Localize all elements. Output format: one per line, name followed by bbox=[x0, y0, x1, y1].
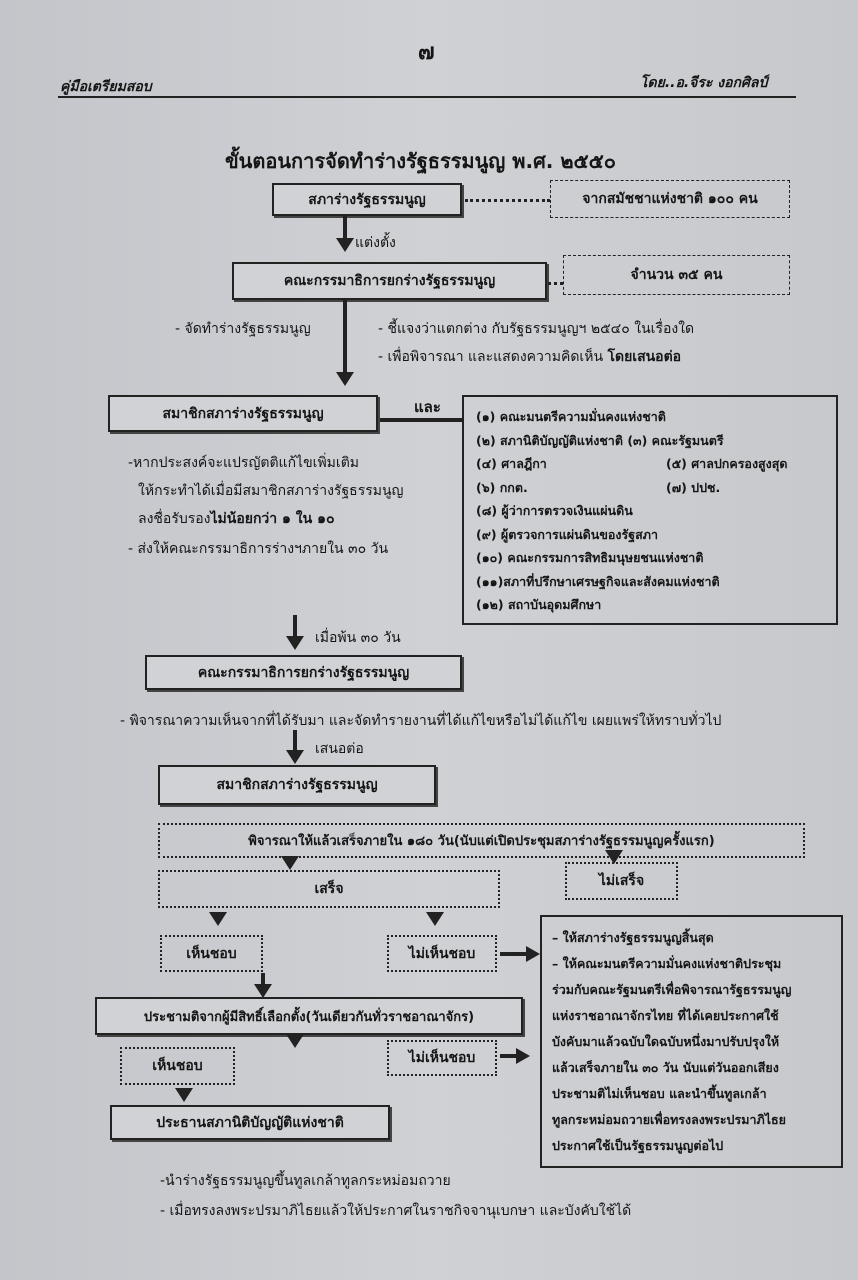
president-box: ประธานสภานิติบัญญัติแห่งชาติ bbox=[110, 1105, 390, 1140]
committee-box: คณะกรรมาธิการยกร่างรัฐธรรมนูญ bbox=[232, 262, 547, 300]
after30-label: เมื่อพ้น ๓๐ วัน bbox=[315, 630, 401, 646]
committee-box-2: คณะกรรมาธิการยกร่างรัฐธรรมนูญ bbox=[145, 655, 462, 690]
list-item: (๙) ผู้ตรวจการแผ่นดินของรัฐสภา bbox=[476, 526, 658, 542]
header-left: คู่มือเตรียมสอบ bbox=[60, 79, 152, 95]
disapprove-box-2: ไม่เห็นชอบ bbox=[387, 1040, 497, 1076]
list-item: (๑๐) คณะกรรมการสิทธิมนุษยชนแห่งชาติ bbox=[476, 550, 704, 565]
header-rule bbox=[58, 96, 796, 98]
members-box: สมาชิกสภาร่างรัฐธรรมนูญ bbox=[108, 395, 378, 432]
connector bbox=[465, 199, 550, 202]
page-title: ขั้นตอนการจัดทำร่างรัฐธรรมนูญ พ.ศ. ๒๕๕๐ bbox=[225, 149, 616, 173]
propose-label: เสนอต่อ bbox=[315, 741, 364, 757]
deadline-box: พิจารณาให้แล้วเสร็จภายใน ๑๘๐ วัน(นับแต่เ… bbox=[158, 823, 805, 858]
list-item: (๘) ผู้ว่าการตรวจเงินแผ่นดิน bbox=[476, 503, 633, 518]
amend-text: ให้กระทำได้เมื่อมีสมาชิกสภาร่างรัฐธรรมนู… bbox=[138, 483, 404, 499]
list-item: (๑) คณะมนตรีความมั่นคงแห่งชาติ bbox=[476, 409, 666, 424]
members-box-2: สมาชิกสภาร่างรัฐธรรมนูญ bbox=[158, 765, 436, 805]
approve-box: เห็นชอบ bbox=[160, 935, 263, 972]
arrow bbox=[286, 636, 304, 650]
amend-text: ลงชื่อรับรองไม่น้อยกว่า ๑ ใน ๑๐ bbox=[138, 511, 335, 527]
page-number: ๗ bbox=[418, 40, 435, 65]
not-done-box: ไม่เสร็จ bbox=[565, 862, 678, 900]
amend-text: - ส่งให้คณะกรรมาธิการร่างฯภายใน ๓๐ วัน bbox=[128, 541, 389, 557]
referendum-box: ประชามติจากผู้มีสิทธิ์เลือกตั้ง(วันเดียว… bbox=[95, 997, 523, 1035]
list-item: (๑๑)สภาที่ปรึกษาเศรษฐกิจและสังคมแห่งชาติ bbox=[476, 573, 720, 589]
final-text: - เมื่อทรงลงพระปรมาภิไธยแล้วให้ประกาศในร… bbox=[160, 1203, 632, 1219]
arrow bbox=[343, 216, 347, 240]
assembly-note: จากสมัชชาแห่งชาติ ๑๐๐ คน bbox=[550, 180, 790, 218]
amend-text: -หากประสงค์จะแปรญัตติแก้ไขเพิ่มเติม bbox=[128, 455, 360, 471]
arrow bbox=[286, 750, 304, 764]
arrow bbox=[336, 372, 354, 386]
list-item: (๒) สภานิติบัญญัติแห่งชาติ (๓) คณะรัฐมนต… bbox=[476, 432, 724, 448]
final-text: -นำร่างรัฐธรรมนูญขึ้นทูลเกล้าทูลกระหม่อม… bbox=[160, 1173, 451, 1189]
consider-text: - เพื่อพิจารณา และแสดงความคิดเห็น โดยเสน… bbox=[378, 349, 682, 365]
and-label: และ bbox=[414, 398, 441, 416]
list-item: (๑๒) สถาบันอุดมศึกษา bbox=[476, 597, 602, 612]
list-item: (๔) ศาลฎีกา(๕) ศาลปกครองสูงสุด bbox=[476, 456, 788, 471]
list-item: (๖) กกต.(๗) ปปช. bbox=[476, 479, 721, 495]
bodies-list: (๑) คณะมนตรีความมั่นคงแห่งชาติ (๒) สภานิ… bbox=[462, 395, 838, 625]
draft-text: - จัดทำร่างรัฐธรรมนูญ bbox=[175, 321, 311, 337]
connector bbox=[380, 418, 462, 422]
disapprove-box: ไม่เห็นชอบ bbox=[387, 935, 497, 972]
assembly-box: สภาร่างรัฐธรรมนูญ bbox=[272, 183, 462, 216]
explain-text: - ชี้แจงว่าแตกต่าง กับรัฐธรรมนูญฯ ๒๕๔๐ ใ… bbox=[378, 321, 695, 337]
done-box: เสร็จ bbox=[158, 870, 500, 908]
committee-note: จำนวน ๓๕ คน bbox=[563, 255, 790, 295]
appoint-label: แต่งตั้ง bbox=[355, 235, 396, 251]
review-text: - พิจารณาความเห็นจากที่ได้รับมา และจัดทำ… bbox=[120, 713, 722, 729]
header-right: โดย..อ.จีระ งอกศิลป์ bbox=[640, 75, 768, 91]
failure-outcome-box: – ให้สภาร่างรัฐธรรมนูญสิ้นสุด– ให้คณะมนต… bbox=[540, 915, 843, 1168]
approve-box-2: เห็นชอบ bbox=[120, 1047, 235, 1085]
